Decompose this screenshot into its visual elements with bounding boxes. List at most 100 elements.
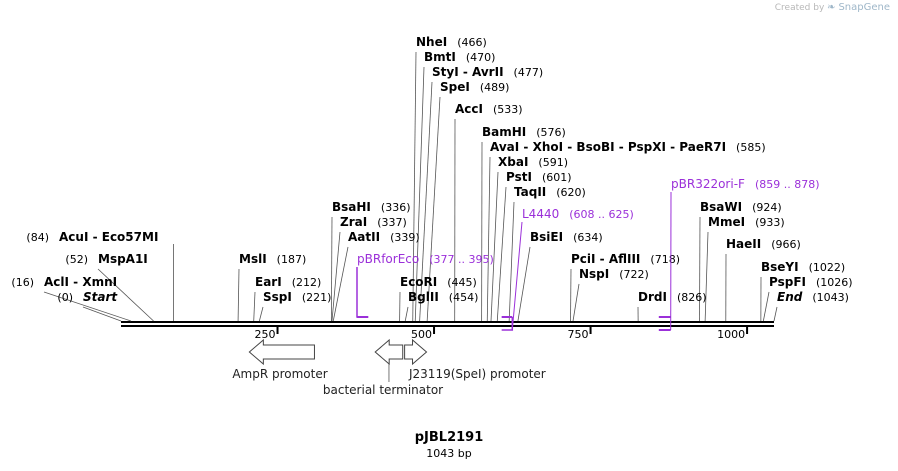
primer-name-l4440: L4440 (522, 207, 559, 221)
site-leader-pspfi (762, 291, 770, 322)
site-leader-start (82, 306, 122, 322)
site-position-pspfi: (1026) (816, 276, 853, 289)
site-position-nhei: (466) (457, 36, 487, 49)
site-name-ecori: EcoRI (400, 275, 437, 289)
site-name-bseyi: BseYI (761, 260, 799, 274)
primer-range-pbr322ori-f: (859 .. 878) (755, 178, 820, 191)
primer-leader-l4440 (511, 221, 523, 331)
site-leader-xbai (490, 171, 499, 322)
site-name-msli: MslI (239, 252, 267, 266)
site-name-mspa1i: MspA1I (98, 252, 148, 266)
site-name-bamhi: BamHI (482, 125, 526, 139)
site-name-pcii-afliii: PciI - AflIII (571, 252, 640, 266)
site-position-psti: (601) (542, 171, 572, 184)
site-name-styi-avrii: StyI - AvrII (432, 65, 504, 79)
site-name-pspfi: PspFI (769, 275, 806, 289)
site-position-acli-xmni: (16) (11, 276, 34, 289)
site-position-acci: (533) (493, 103, 523, 116)
site-name-bmti: BmtI (424, 50, 456, 64)
site-name-psti: PstI (506, 170, 532, 184)
primer-name-pbr322ori-f: pBR322ori-F (671, 177, 745, 191)
site-leader-psti (496, 186, 507, 322)
site-leader-nspi (572, 283, 580, 322)
site-name-nhei: NheI (416, 35, 447, 49)
site-position-mspa1i: (52) (65, 253, 88, 266)
site-leader-bglii (404, 306, 409, 322)
site-name-bglii: BglII (408, 290, 439, 304)
site-leader-bsiei (517, 246, 531, 322)
site-position-bseyi: (1022) (809, 261, 846, 274)
site-position-taqii: (620) (556, 186, 586, 199)
ruler-tick-label: 750 (568, 328, 589, 341)
site-position-zrai: (337) (377, 216, 407, 229)
site-position-spei: (489) (480, 81, 510, 94)
site-leader-aatii (332, 246, 349, 322)
site-name-bsahi: BsaHI (332, 200, 371, 214)
site-name-bsawi: BsaWI (700, 200, 742, 214)
site-position-mmei: (933) (755, 216, 785, 229)
site-name-aatii: AatII (348, 230, 380, 244)
site-name-eari: EarI (255, 275, 282, 289)
plasmid-name: pJBL2191 (414, 430, 484, 445)
site-leader-bsawi (699, 216, 701, 322)
site-position-drdi: (826) (677, 291, 707, 304)
site-position-bsiei: (634) (573, 231, 603, 244)
plasmid-title-block: pJBL2191 1043 bp (0, 430, 898, 460)
plasmid-length: 1043 bp (426, 447, 472, 460)
ruler-tick-label: 250 (255, 328, 276, 341)
site-leader-bsahi (330, 216, 333, 322)
site-name-taqii: TaqII (514, 185, 546, 199)
site-name-nspi: NspI (579, 267, 609, 281)
site-position-ecori: (445) (447, 276, 477, 289)
snapgene-logo-icon: ❧ (827, 2, 836, 13)
primer-bracket-l4440 (501, 317, 514, 331)
feature-label-ampr-promoter: AmpR promoter (232, 367, 327, 381)
feature-arrow-bacterial-terminator (374, 338, 404, 366)
site-position-bmti: (470) (466, 51, 496, 64)
feature-arrow-j23119-spei-promoter (404, 338, 428, 366)
credit-prefix: Created by (774, 3, 825, 13)
site-leader-taqii (508, 201, 515, 322)
site-leader-acli-xmni (43, 291, 132, 322)
site-leader-msli (237, 268, 240, 322)
site-position-bamhi: (576) (536, 126, 566, 139)
site-name-end: End (777, 290, 803, 304)
site-leader-end (773, 306, 778, 322)
site-name-zrai: ZraI (340, 215, 367, 229)
feature-arrow-ampr-promoter (248, 338, 315, 366)
site-name-spei: SpeI (440, 80, 470, 94)
site-leader-mmei (704, 231, 709, 322)
ruler-tick-label: 1000 (717, 328, 745, 341)
site-position-sspi: (221) (302, 291, 332, 304)
site-name-xbai: XbaI (498, 155, 528, 169)
site-leader-styi-avrii (419, 81, 433, 322)
site-position-bglii: (454) (449, 291, 479, 304)
site-name-acui-eco57mi: AcuI - Eco57MI (59, 230, 158, 244)
site-position-aatii: (339) (390, 231, 420, 244)
site-name-avai-xhoi-bsobi-pspxi-paer7i: AvaI - XhoI - BsoBI - PspXI - PaeR7I (490, 140, 726, 154)
site-position-start: (0) (57, 291, 73, 304)
site-name-bsiei: BsiEI (530, 230, 563, 244)
site-position-bsawi: (924) (752, 201, 782, 214)
primer-range-l4440: (608 .. 625) (569, 208, 634, 221)
site-position-xbai: (591) (538, 156, 568, 169)
site-leader-eari (253, 291, 256, 322)
site-name-sspi: SspI (263, 290, 292, 304)
site-name-acci: AccI (455, 102, 483, 116)
feature-label-j23119-spei-promoter: J23119(SpeI) promoter (408, 367, 546, 381)
primer-range-pbrforeco: (377 .. 395) (429, 253, 494, 266)
site-leader-avai-xhoi-bsobi-pspxi-paer7i (486, 156, 491, 322)
site-position-acui-eco57mi: (84) (26, 231, 49, 244)
credit-brand: SnapGene (838, 2, 890, 13)
ruler-tick-label: 500 (411, 328, 432, 341)
site-leader-mspa1i (97, 268, 154, 322)
site-position-end: (1043) (812, 291, 849, 304)
site-name-start: Start (83, 290, 118, 304)
site-name-haeii: HaeII (726, 237, 761, 251)
site-leader-zrai (331, 231, 341, 322)
site-position-eari: (212) (292, 276, 322, 289)
site-position-msli: (187) (277, 253, 307, 266)
primer-name-pbrforeco: pBRforEco (357, 252, 419, 266)
site-position-pcii-afliii: (718) (650, 253, 680, 266)
